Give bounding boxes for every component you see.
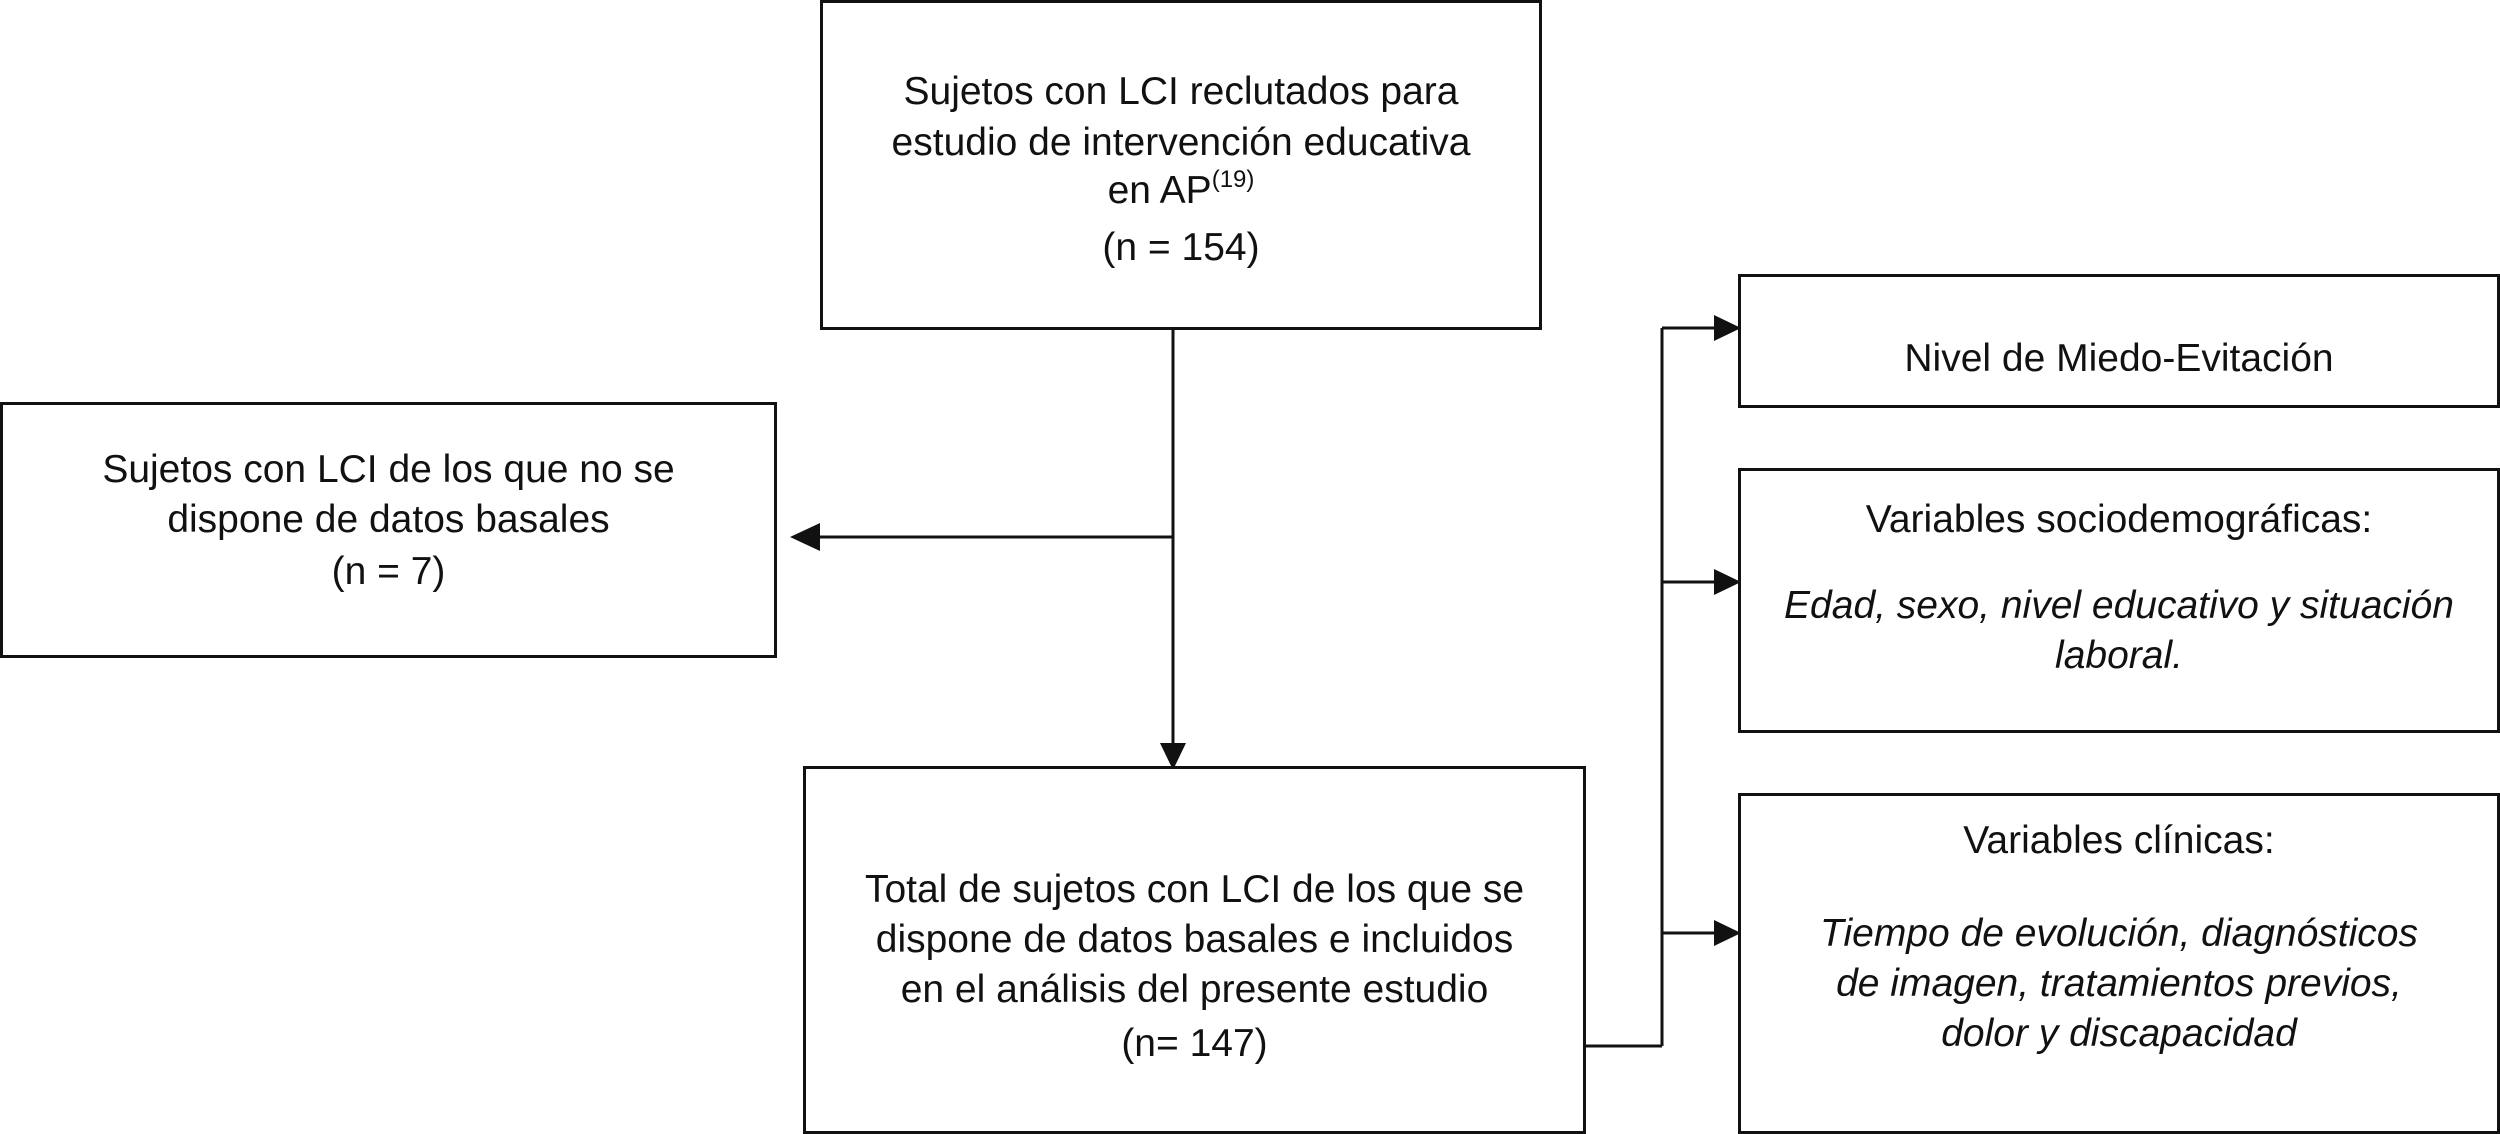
clinical-variables-box: Variables clínicas: Tiempo de evolución,… — [1738, 793, 2500, 1134]
included-line-2: dispone de datos basales e incluidos — [875, 918, 1514, 961]
recruited-count: (n = 154) — [1102, 226, 1260, 269]
clinical-line-1: Tiempo de evolución, diagnósticos — [1819, 912, 2418, 955]
excluded-line-1: Sujetos con LCI de los que no se — [102, 448, 675, 491]
sociodemographic-line-2: laboral. — [2055, 634, 2183, 677]
recruited-line-1: Sujetos con LCI reclutados para — [903, 70, 1459, 113]
sociodemographic-line-1: Edad, sexo, nivel educativo y situación — [1784, 584, 2454, 627]
clinical-line-2: de imagen, tratamientos previos, — [1836, 962, 2402, 1005]
arrowhead-right-to-clinical — [1714, 920, 1741, 946]
recruited-reference-superscript: (19) — [1211, 166, 1255, 193]
clinical-title: Variables clínicas: — [1963, 819, 2275, 862]
sociodemographic-variables-box: Variables sociodemográficas: Edad, sexo,… — [1738, 468, 2500, 733]
arrowhead-right-to-fear — [1714, 315, 1741, 341]
arrowhead-down-to-included — [1160, 743, 1186, 770]
excluded-count: (n = 7) — [331, 550, 446, 593]
recruited-subjects-box: Sujetos con LCI reclutados para estudio … — [820, 0, 1542, 330]
included-subjects-box: Total de sujetos con LCI de los que se d… — [803, 766, 1586, 1134]
fear-avoidance-box: Nivel de Miedo-Evitación — [1738, 274, 2500, 408]
sociodemographic-title: Variables sociodemográficas: — [1865, 498, 2373, 541]
arrowhead-left-to-excluded — [790, 523, 820, 551]
arrowhead-right-to-sociodemographic — [1714, 569, 1741, 595]
fear-avoidance-label: Nivel de Miedo-Evitación — [1904, 337, 2334, 380]
included-line-3: en el análisis del presente estudio — [900, 968, 1489, 1011]
excluded-line-2: dispone de datos basales — [167, 498, 610, 541]
included-line-1: Total de sujetos con LCI de los que se — [864, 868, 1525, 911]
recruited-line-3-text: en AP — [1107, 169, 1212, 212]
included-count: (n= 147) — [1121, 1022, 1268, 1065]
excluded-subjects-box: Sujetos con LCI de los que no se dispone… — [0, 402, 777, 658]
clinical-line-3: dolor y discapacidad — [1941, 1012, 2297, 1055]
recruited-line-2: estudio de intervención educativa — [891, 121, 1471, 164]
recruited-line-3: en AP(19) — [823, 166, 1539, 216]
